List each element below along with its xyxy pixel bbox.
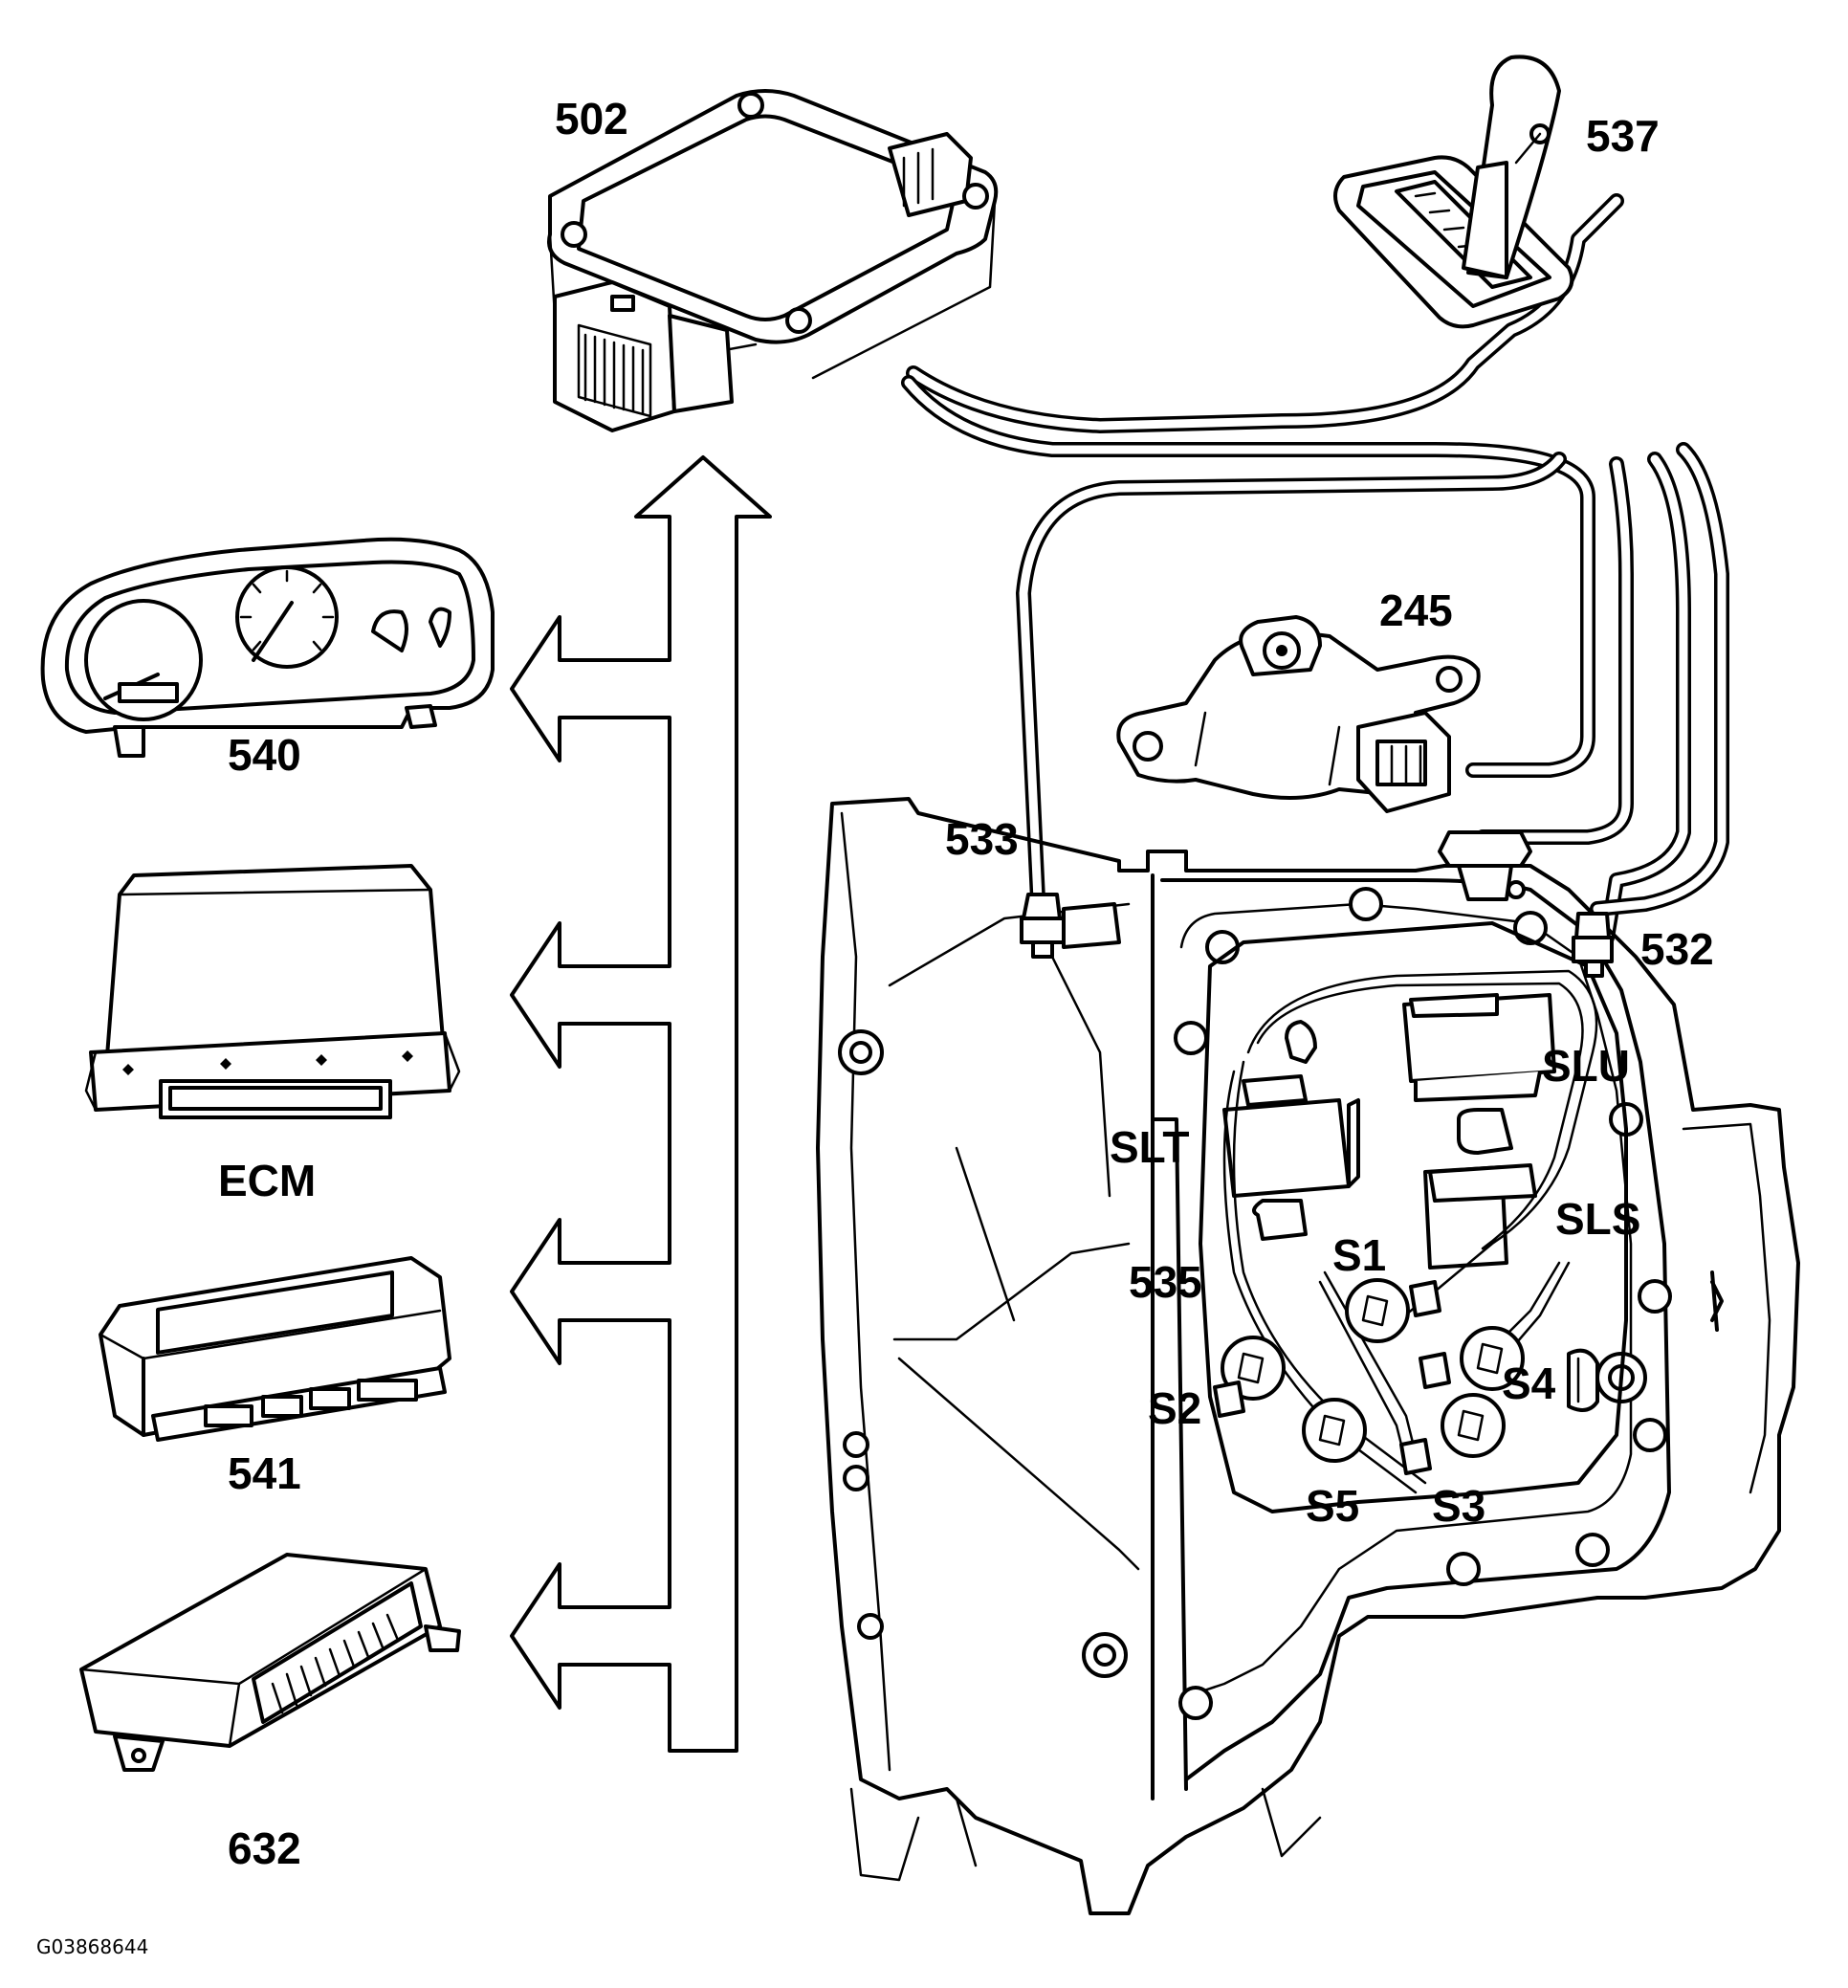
- label-slu: SLU: [1542, 1041, 1630, 1091]
- figure-id: G03868644: [36, 1935, 148, 1958]
- solenoid-s5: [1302, 1398, 1367, 1463]
- speed-sensor-533: [1020, 893, 1121, 959]
- information-display: [99, 1256, 451, 1442]
- tcm-module: [547, 89, 999, 432]
- label-s4: S4: [1502, 1358, 1556, 1408]
- label-535: 535: [1129, 1257, 1202, 1307]
- solenoid-s2: [1213, 1336, 1286, 1418]
- transmission-housing: [816, 797, 1800, 1915]
- label-502: 502: [555, 94, 628, 144]
- solenoid-s4: [1419, 1326, 1525, 1391]
- label-s1: S1: [1332, 1230, 1386, 1280]
- wiring-harness: [901, 193, 1729, 945]
- label-540: 540: [228, 730, 301, 780]
- label-537: 537: [1586, 111, 1660, 161]
- label-533: 533: [945, 814, 1019, 864]
- solenoid-s1: [1345, 1278, 1441, 1343]
- label-s2: S2: [1148, 1383, 1201, 1433]
- gear-selector: [1333, 55, 1574, 329]
- valve-body: [1199, 921, 1628, 1513]
- label-s5: S5: [1306, 1481, 1359, 1531]
- label-541: 541: [228, 1448, 301, 1498]
- label-245: 245: [1379, 585, 1453, 635]
- component-labels: 533 532 535 SLU SLT SLS S1 S2 S3 S4 S5: [945, 814, 1714, 1531]
- label-sls: SLS: [1555, 1194, 1640, 1244]
- communication-bus-arrows: [510, 455, 772, 1753]
- instrument-cluster: [40, 537, 495, 758]
- ecm-module: [84, 864, 461, 1119]
- label-632: 632: [228, 1823, 301, 1873]
- transmission-range-sensor: [1116, 615, 1481, 813]
- label-532: 532: [1640, 924, 1714, 974]
- label-s3: S3: [1432, 1481, 1485, 1531]
- label-ecm: ECM: [218, 1156, 316, 1205]
- label-slt: SLT: [1110, 1122, 1189, 1172]
- control-module-632: [79, 1553, 461, 1772]
- speed-sensor-532: [1572, 912, 1614, 978]
- solenoid-s3: [1399, 1393, 1506, 1475]
